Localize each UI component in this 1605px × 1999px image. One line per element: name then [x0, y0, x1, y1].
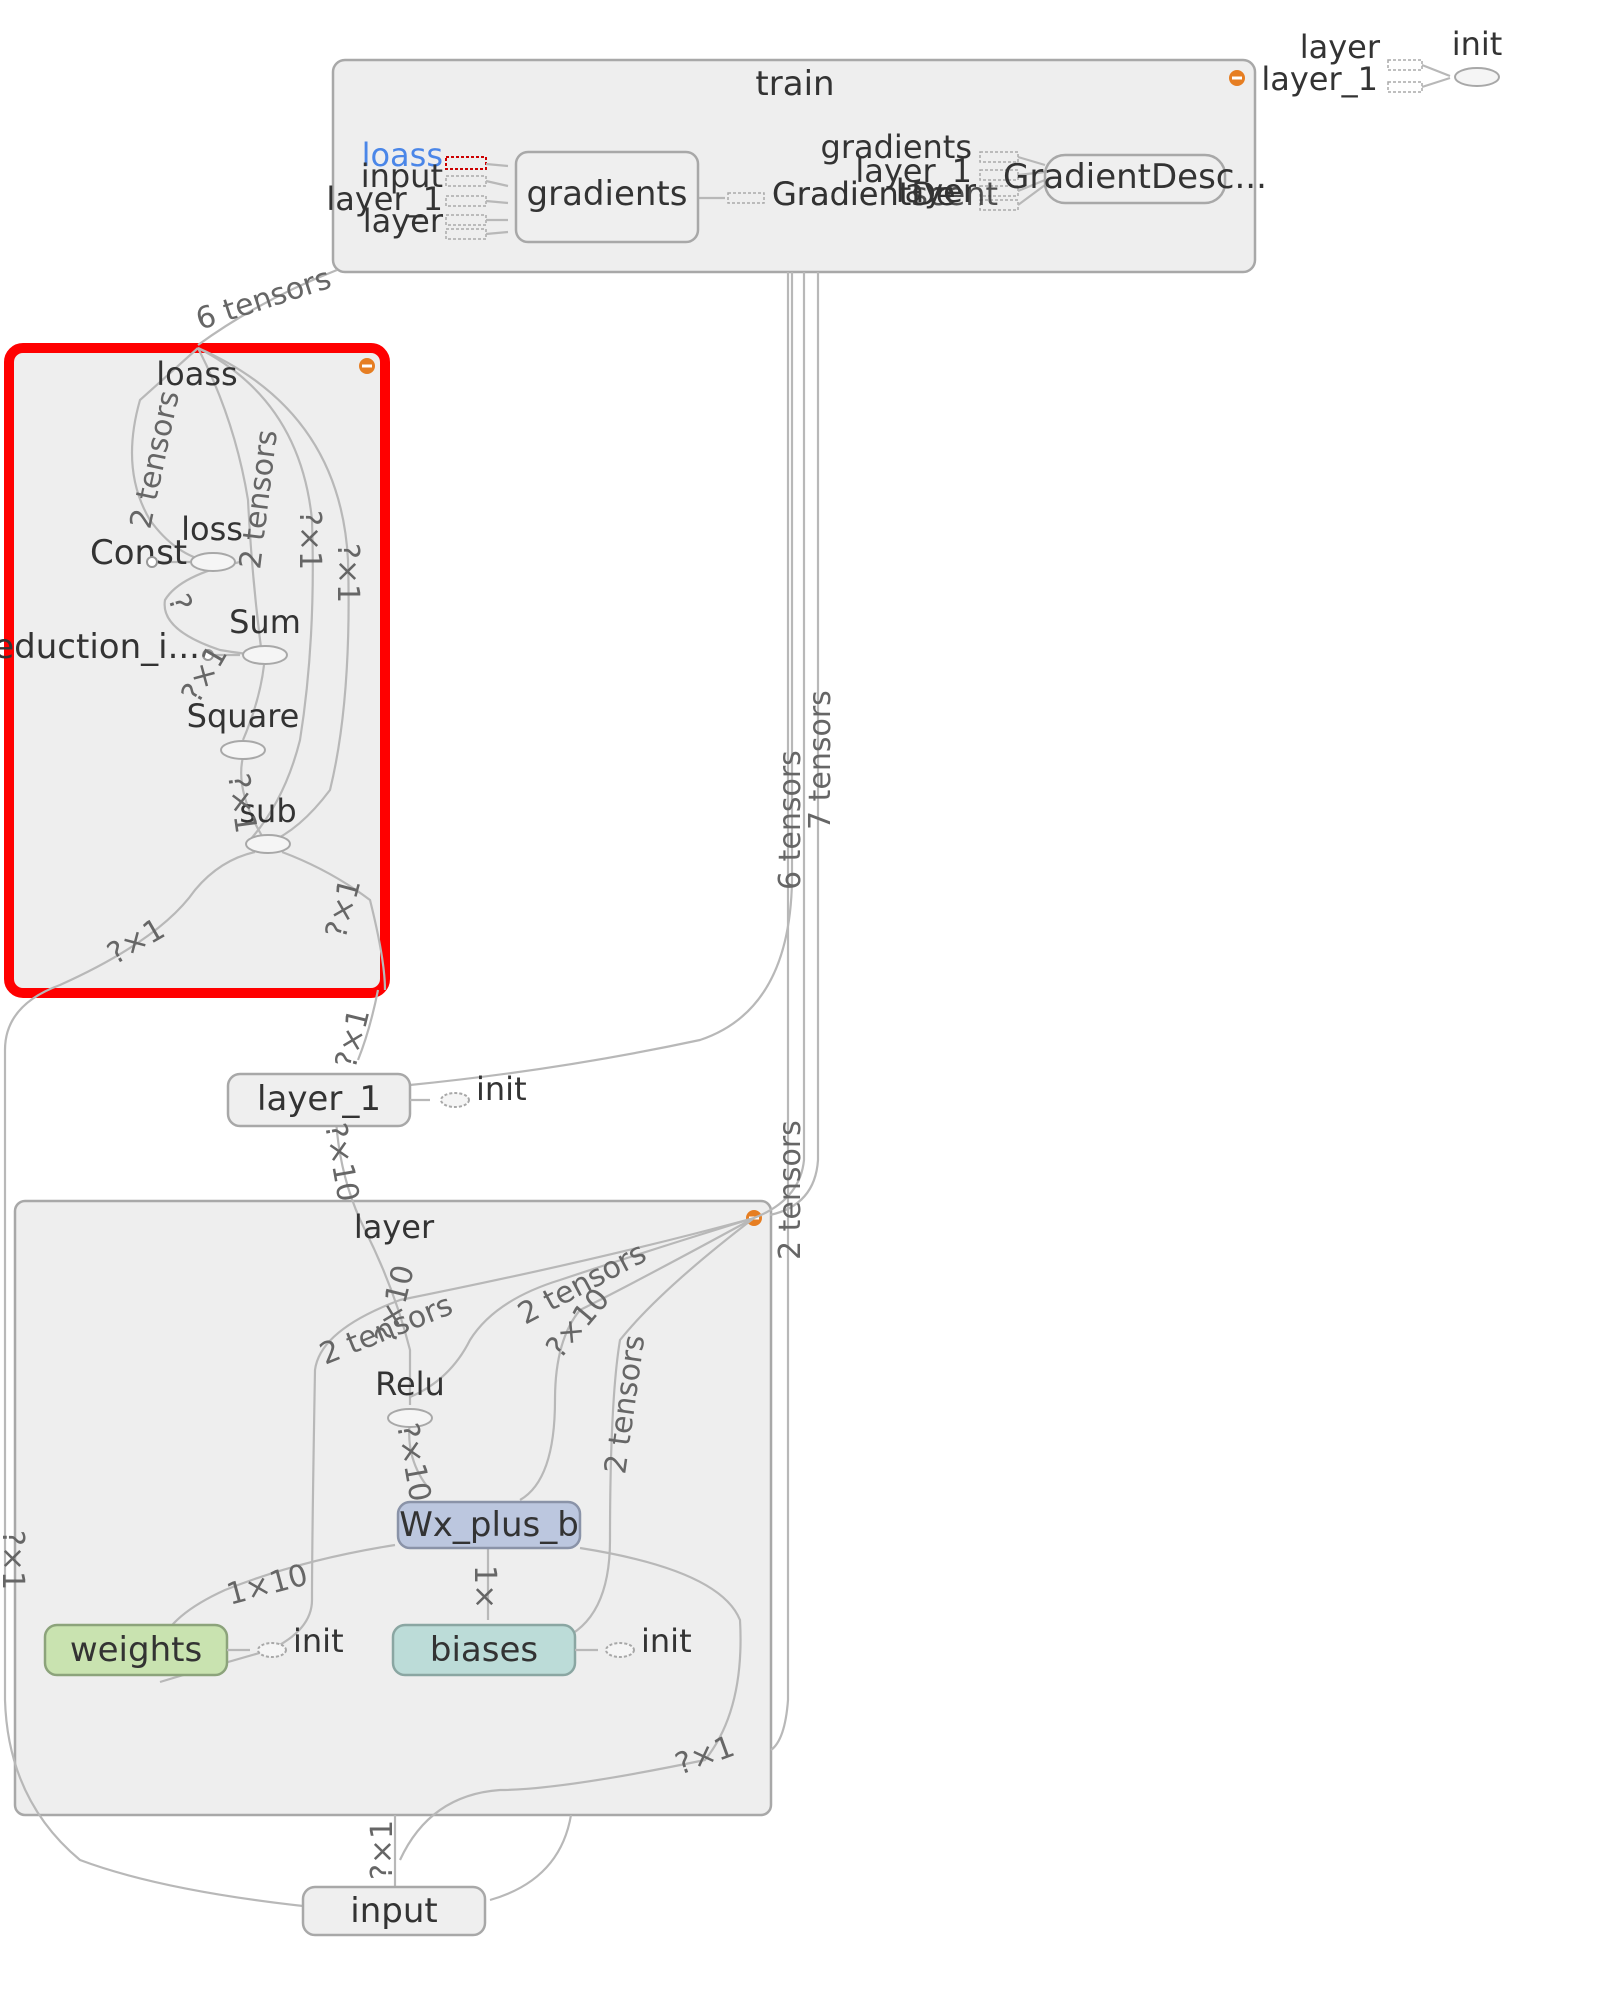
gradientdescent-label: GradientDesc... [1003, 157, 1267, 197]
edge-wx-input [399, 1546, 742, 1861]
gd-overlap-b: Gradientscent [772, 175, 998, 213]
top-right-layer1: layer_1 [1261, 60, 1378, 98]
reduction-node[interactable] [202, 649, 214, 661]
relu-label: Relu [375, 1365, 445, 1403]
edge-loass-sub-b [197, 346, 350, 845]
edge-train-layer-a [753, 272, 806, 1220]
edge-label: 7 tensors [803, 690, 838, 830]
biases-label: biases [430, 1630, 538, 1670]
edge-loass-sub-a [197, 347, 314, 841]
edge-layer1-relu [334, 1119, 412, 1405]
weights-init-label: init [293, 1622, 344, 1660]
gradients-node[interactable] [514, 150, 700, 244]
edge-label: ?×1 [330, 543, 365, 603]
reduction-label: reduction_i... [0, 627, 200, 667]
top-init-label: init [1452, 25, 1503, 63]
gd-input-layer: layer [896, 172, 977, 210]
sub-node[interactable] [245, 834, 291, 854]
edge-train-layer-c [770, 272, 790, 1751]
top-init-node[interactable] [1454, 67, 1500, 87]
edge-label: 6 tensors [773, 750, 808, 890]
edge-loass-loss [130, 347, 211, 564]
train-input-loass[interactable]: loass [362, 136, 443, 174]
biases-init-label: init [641, 1622, 692, 1660]
edge-label: ?×1 [365, 1820, 400, 1880]
edge-sum-square [241, 664, 266, 741]
biases-init-node[interactable] [605, 1642, 635, 1658]
train-port-connectors [445, 151, 1046, 240]
gd-input-gradients: gradients [821, 128, 972, 166]
train-input-input: input [361, 157, 443, 195]
weights-init-node[interactable] [257, 1642, 287, 1658]
edge-wx-weights [158, 1543, 396, 1646]
loss-label: loss [181, 510, 243, 548]
edge-label: ?×10 [317, 1120, 365, 1204]
edge-layer-input-b [489, 1814, 573, 1902]
const-node[interactable] [146, 556, 158, 568]
edge-label: 1× [467, 1565, 502, 1609]
train-input-layer: layer [363, 202, 444, 240]
square-node[interactable] [220, 740, 266, 760]
weights-label: weights [70, 1630, 202, 1670]
edge-train-layer-b [769, 272, 820, 1217]
input-label: input [350, 1891, 437, 1931]
edge-badge-relu [409, 1216, 755, 1399]
edge-label: ?×1 [220, 771, 263, 835]
edge-label: ?×1 [0, 1530, 30, 1590]
layer-title: layer [354, 1208, 435, 1246]
edge-sub-layer1 [281, 850, 387, 991]
loass-title: loass [156, 355, 237, 393]
edge-train-loass [197, 268, 338, 346]
edge-labels: 6 tensors 2 tensors 2 tensors ?×1 ?×1 ? … [0, 261, 838, 1880]
square-label: Square [187, 697, 300, 735]
sum-label: Sum [229, 603, 301, 641]
edge-badge-wx [519, 1217, 755, 1501]
edge-loss-sum [163, 560, 263, 657]
edge-layer1-train [409, 272, 794, 1087]
relu-node[interactable] [387, 1408, 433, 1428]
layer1-init-label: init [476, 1070, 527, 1108]
train-input-layer1: layer_1 [326, 180, 443, 218]
top-right-layer: layer [1300, 28, 1381, 66]
edge-label: ?×1 [292, 510, 327, 570]
sum-node[interactable] [242, 645, 288, 665]
layer1-label: layer_1 [257, 1079, 381, 1119]
edge-label: ?×1 [329, 1005, 378, 1072]
gradients-label: gradients [527, 174, 688, 214]
edge-loass-sum [197, 347, 264, 656]
loss-node[interactable] [190, 552, 236, 572]
train-title: train [755, 64, 834, 104]
edge-label: 2 tensors [773, 1120, 808, 1260]
layer1-init-node[interactable] [440, 1092, 470, 1108]
collapse-icon[interactable] [359, 358, 375, 374]
gd-input-layer1: layer_1 [855, 152, 972, 190]
sub-label: sub [239, 792, 296, 830]
collapse-icon[interactable] [1229, 70, 1245, 86]
gd-overlap-a: GradientDe [772, 175, 956, 213]
const-label: Const [90, 533, 187, 573]
input-node[interactable] [301, 1885, 487, 1937]
edge-label: 6 tensors [192, 261, 336, 337]
wx-plus-b-node[interactable] [396, 1500, 582, 1550]
graph-edges [3, 268, 820, 1908]
edge-sub-input [3, 850, 304, 1908]
edge-loass-layer1 [356, 989, 380, 1061]
edge-square-sub [240, 756, 263, 837]
wx-plus-b-label: Wx_plus_b [399, 1505, 579, 1545]
gradientdescent-node[interactable] [1043, 153, 1227, 205]
